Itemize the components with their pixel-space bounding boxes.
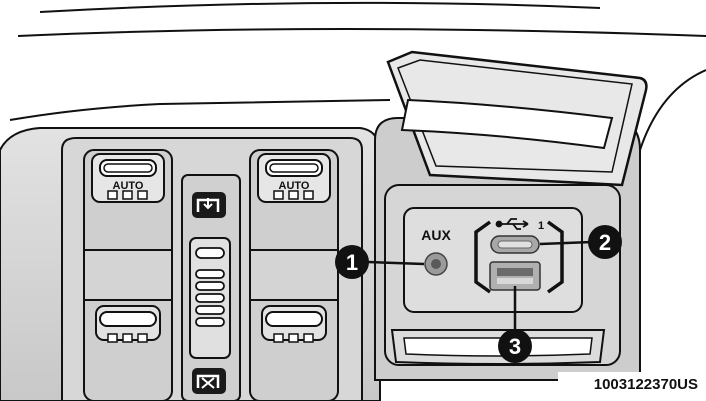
callout-3: 3 [498,329,532,363]
usb-a-port[interactable] [489,261,541,291]
left-auto-label: AUTO [113,180,144,192]
dashboard-outline [9,1,706,231]
center-lock-controls[interactable] [181,174,241,401]
usb-icon [495,218,529,230]
usb-bracket [474,220,564,294]
callout-leaders [367,240,593,330]
callout-1: 1 [335,245,369,279]
right-window-switch[interactable] [249,149,339,401]
aux-jack[interactable] [424,252,448,276]
right-auto-label: AUTO [279,180,310,192]
callout-2: 2 [588,225,622,259]
usb-c-port[interactable] [490,235,540,254]
callout-1-number: 1 [346,250,358,275]
storage-lid[interactable] [386,50,648,187]
callout-2-number: 2 [599,230,611,255]
figure-id: 1003122370US [594,376,698,393]
usb-port-number: 1 [538,220,544,232]
aux-label: AUX [421,227,451,243]
figure-id-backdrop [558,372,700,394]
callout-3-number: 3 [509,334,521,359]
lower-tray[interactable] [390,329,606,365]
left-window-switch[interactable] [83,149,173,401]
